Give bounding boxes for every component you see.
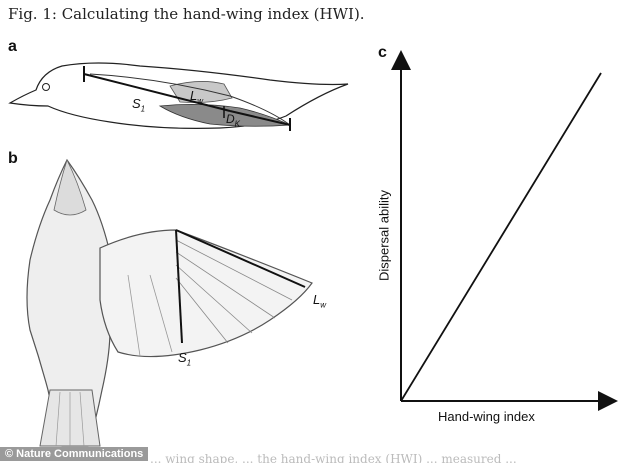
figure-title: Fig. 1: Calculating the hand-wing index … — [8, 5, 365, 23]
trend-line — [400, 72, 602, 402]
panel-c-chart — [391, 50, 618, 411]
feather-7 — [127, 274, 141, 357]
wing-outline — [89, 73, 291, 126]
tail-feather-3 — [79, 391, 85, 447]
label-s1-a: S1 — [132, 96, 146, 114]
label-dk-a: DK — [226, 112, 241, 129]
s1-measure-line-b — [175, 229, 183, 344]
feather-6 — [149, 274, 173, 353]
panel-b-letter: b — [8, 150, 18, 167]
panel-a-letter: a — [8, 38, 17, 55]
feather-4 — [175, 264, 253, 334]
feather-2 — [175, 239, 293, 301]
tail-feather-1 — [55, 391, 61, 447]
bird-eye — [42, 83, 50, 91]
label-s1-b: S1 — [178, 350, 192, 368]
feather-3 — [175, 251, 276, 319]
y-axis-label: Dispersal ability — [376, 189, 392, 282]
label-lw-b: Lw — [313, 292, 327, 310]
x-axis-label: Hand-wing index — [438, 409, 535, 424]
bird-top-wing — [99, 229, 313, 358]
bird-top-head — [53, 158, 87, 216]
label-lw-a: Lw — [190, 88, 204, 106]
feather-5 — [175, 277, 229, 344]
s1-measure-line — [83, 73, 231, 112]
credit-badge: © Nature Communications — [0, 447, 149, 461]
bird-side-illustration — [8, 62, 349, 131]
bird-top-illustration — [26, 158, 313, 447]
lw-measure-line-b — [175, 229, 306, 288]
cut-off-caption: ... wing shape, ... the hand-wing index … — [150, 453, 517, 463]
lw-measure-line — [229, 110, 291, 126]
wing-light-region — [169, 81, 233, 103]
panel-c-letter: c — [378, 44, 387, 61]
